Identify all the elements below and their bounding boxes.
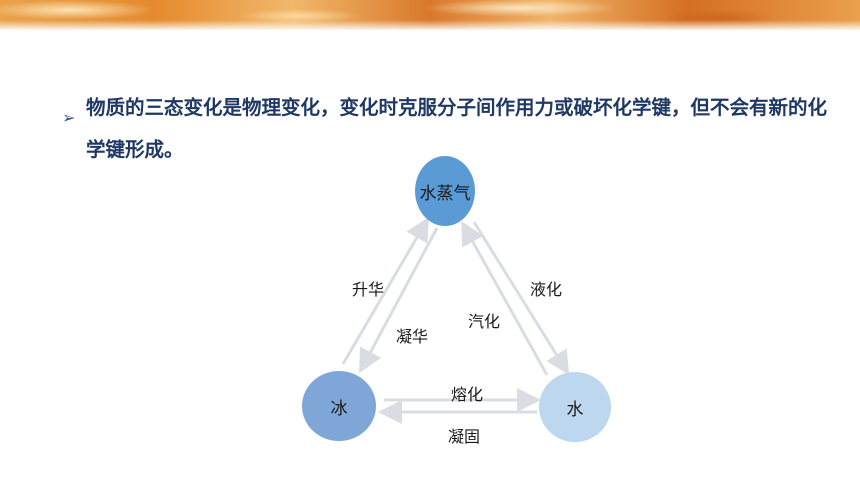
arrow-sublimation [341,216,430,365]
node-water: 水 [539,372,611,442]
node-ice-label: 冰 [330,398,348,419]
arrow-deposition [359,227,439,374]
arrow-liquefaction [472,221,570,376]
label-deposition: 凝华 [396,327,429,346]
label-freezing: 凝固 [448,427,481,446]
node-water-label: 水 [566,399,584,420]
bullet-paragraph: ➢ 物质的三态变化是物理变化，变化时克服分子间作用力或破坏化学键，但不会有新的化… [62,96,832,171]
label-liquefaction: 液化 [530,280,563,299]
label-sublimation: 升华 [352,280,385,299]
bullet-text: 物质的三态变化是物理变化，变化时克服分子间作用力或破坏化学键，但不会有新的化学键… [86,96,828,161]
label-melting: 熔化 [451,385,484,404]
arrow-vaporization [461,220,549,376]
node-ice: 冰 [302,371,376,441]
bullet-arrow-icon: ➢ [62,108,76,127]
node-water-vapor-label: 水蒸气 [419,183,471,204]
label-vaporization: 汽化 [468,312,501,331]
node-water-vapor: 水蒸气 [415,156,475,226]
header-banner-image [0,0,860,30]
